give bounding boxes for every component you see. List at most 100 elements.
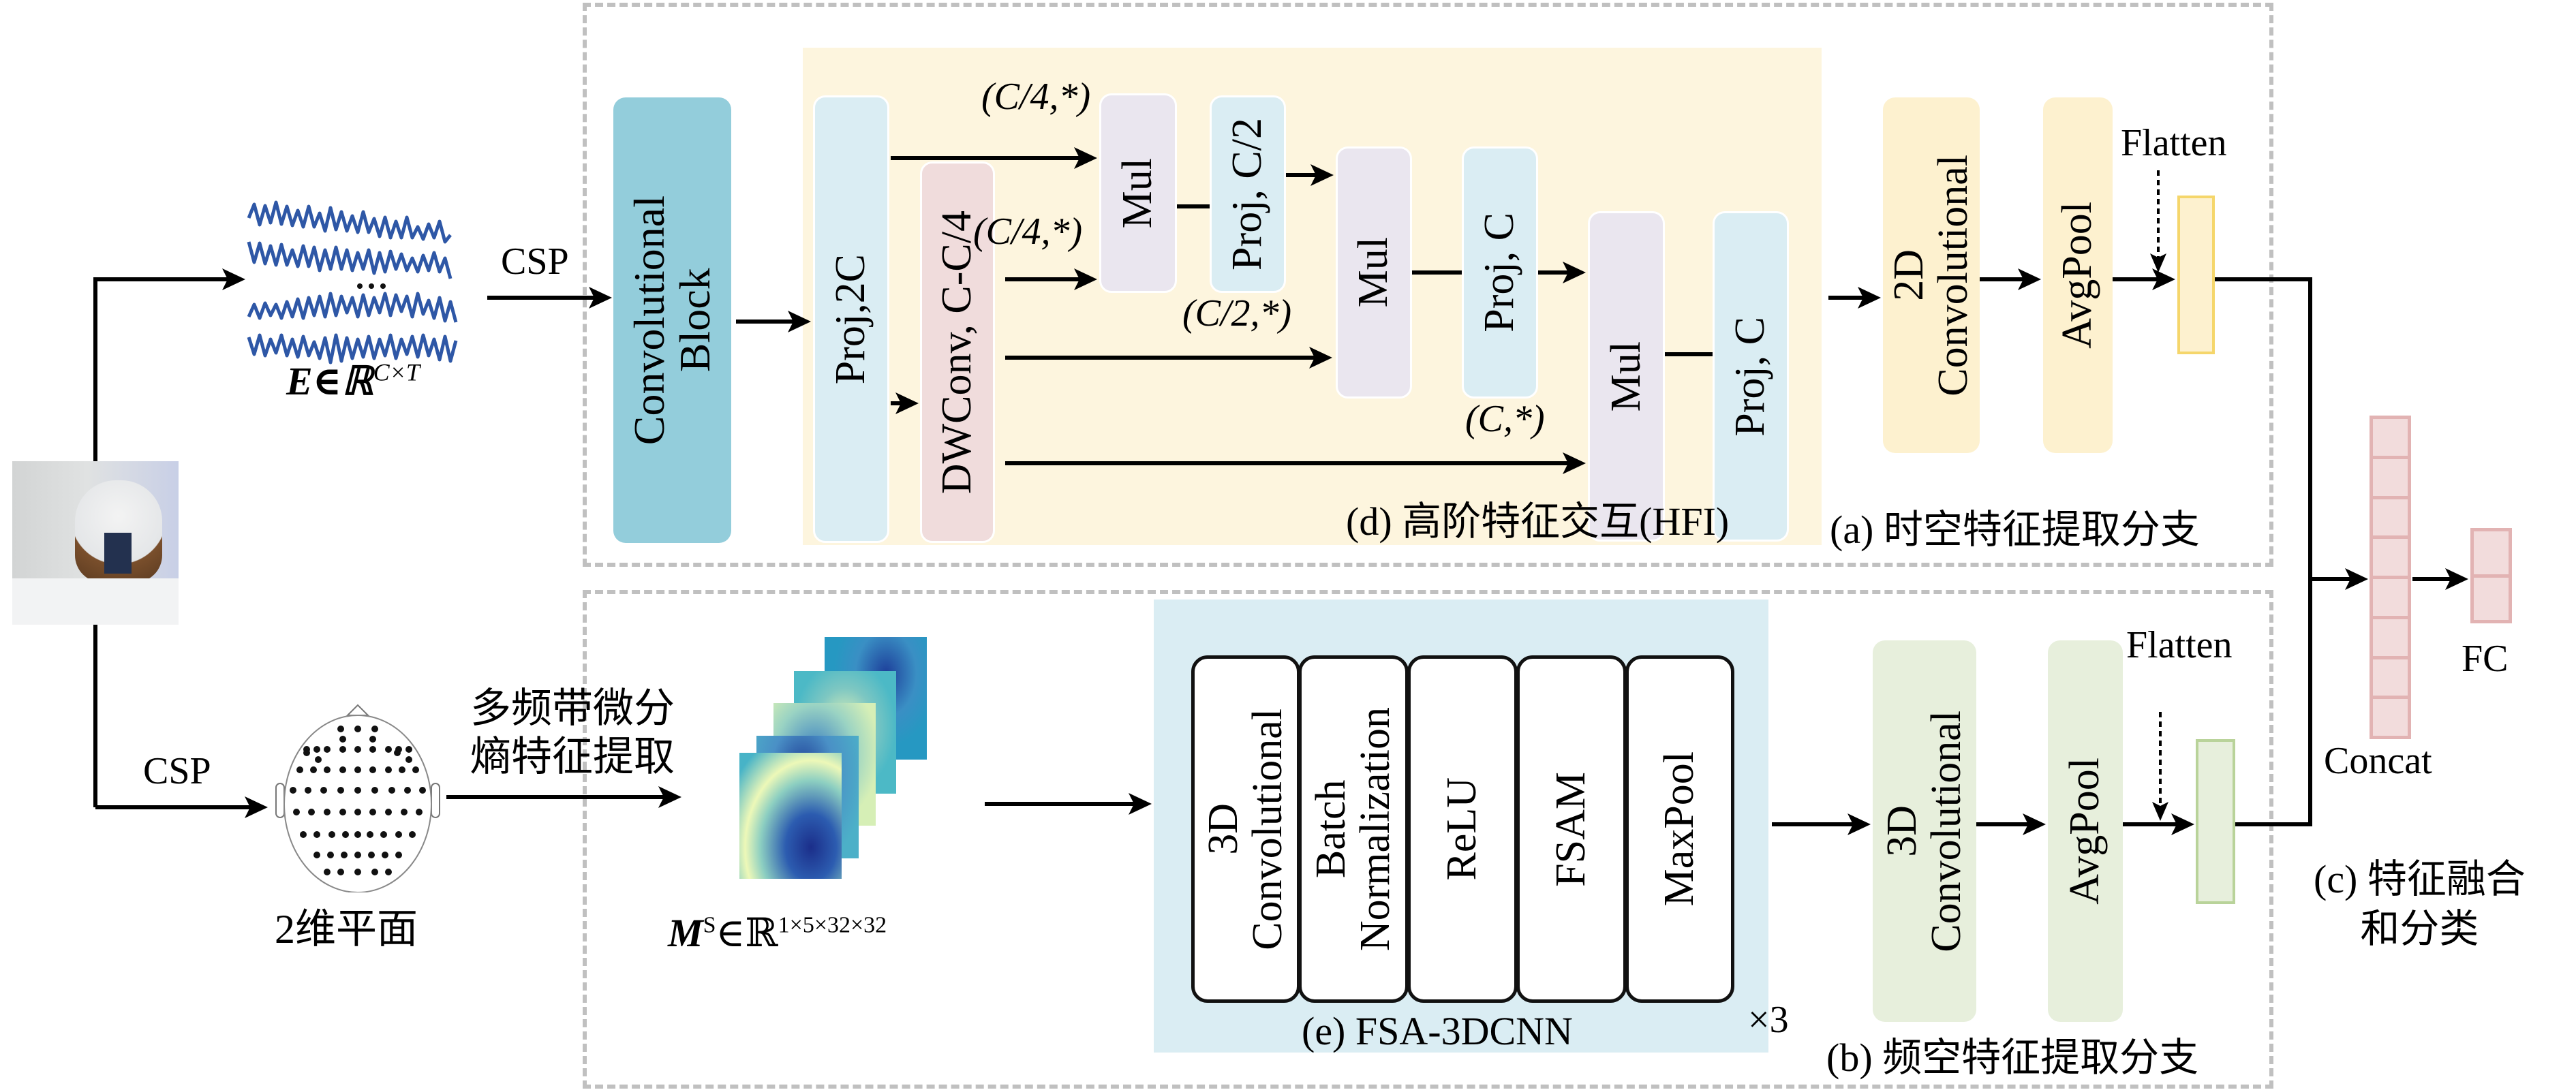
fsa-relu-block[interactable]: ReLU: [1407, 655, 1518, 1003]
concat-cell: [2370, 696, 2411, 739]
tensor-label: MS∈ℝ1×5×32×32: [668, 911, 887, 955]
electrode-dot: [313, 831, 320, 838]
electrode-dot: [354, 831, 361, 838]
fsa-maxpool-block[interactable]: MaxPool: [1625, 655, 1734, 1003]
fsa-fsam-block[interactable]: FSAM: [1516, 655, 1627, 1003]
arrow-c4-top-head: [1074, 147, 1097, 169]
mul-block-2[interactable]: Mul: [1336, 146, 1412, 399]
arrow-avgpool-to-vector-head: [2152, 268, 2175, 290]
electrode-dot: [300, 831, 307, 838]
trunk-up: [93, 277, 102, 461]
avgpool-block-top[interactable]: AvgPool: [2043, 97, 2113, 453]
electrode-dot: [290, 787, 296, 794]
electrode-dot: [409, 831, 416, 838]
arrow-c4-mid-head: [1074, 268, 1097, 290]
frequency-spatial-branch-box: [583, 590, 2273, 1089]
edge-label-c2: (C/2,*): [1182, 292, 1292, 334]
photo-collar: [104, 533, 132, 574]
electrode-dot: [385, 809, 392, 815]
electrode-dot: [371, 787, 378, 794]
electrode-dot: [354, 766, 361, 773]
fc-vector: [2470, 528, 2512, 623]
flatten-dotted-arrow-bottom-head: [2152, 802, 2168, 821]
arrow-projc2-mul2-head: [1310, 164, 1334, 186]
signal-tensor-label: E∈ℝC×T: [286, 358, 420, 403]
proj-c2-block[interactable]: Proj, C/2: [1210, 95, 1286, 293]
electrode-dot: [412, 766, 419, 773]
electrode-dot: [354, 726, 361, 732]
electrode-dot: [368, 852, 375, 858]
electrode-dot: [395, 852, 402, 858]
arrow-to-concat-head: [2345, 568, 2368, 590]
arrow-conv2d-to-avgpool-head: [2018, 268, 2041, 290]
electrode-dot: [324, 869, 331, 875]
arrow-concat-to-fc-head: [2445, 568, 2468, 590]
electrode-dot: [342, 831, 349, 838]
electrode-dot: [401, 809, 408, 815]
proj-c-block-2[interactable]: Proj, C: [1713, 211, 1789, 542]
arrow-heatmap-to-fsa-head: [1129, 793, 1152, 815]
electrode-dot: [308, 809, 315, 815]
electrode-dot: [369, 766, 376, 773]
arrow-to-waveforms-head: [222, 268, 245, 290]
head-map-label: 2维平面: [275, 907, 418, 952]
edge-label-c: (C,*): [1465, 398, 1545, 440]
electrode-head-map: [275, 704, 440, 892]
electrode-dot: [405, 746, 412, 753]
arrow-conv3d-to-avgpool-head: [2023, 813, 2046, 835]
csp-label-bottom: CSP: [143, 750, 211, 792]
arrow-conv-to-proj2c-head: [788, 311, 811, 332]
electrode-dot: [303, 749, 310, 756]
electrode-dot: [419, 787, 426, 794]
electrode-dot: [324, 766, 331, 773]
eeg-channel-4: [247, 333, 458, 364]
electrode-dot: [324, 809, 331, 815]
electrode-dot: [339, 736, 346, 743]
eeg-channel-3: [247, 292, 458, 323]
eeg-channel-1: [247, 200, 452, 244]
heatmap-band-1: [739, 753, 842, 879]
fc-label: FC: [2462, 638, 2509, 680]
arrow-c-head: [1563, 452, 1586, 474]
branch-b-caption: (b) 频空特征提取分支: [1826, 1036, 2199, 1080]
concat-cell: [2370, 416, 2411, 459]
electrode-dot: [354, 787, 361, 794]
proj-c-block-1[interactable]: Proj, C: [1462, 146, 1538, 399]
arrow-c2-head: [1309, 347, 1332, 369]
flattened-vector-top: [2177, 196, 2215, 354]
electrode-dot: [320, 787, 327, 794]
dwconv-block[interactable]: DWConv, C-C/4: [920, 161, 995, 543]
electrode-dot: [354, 869, 361, 875]
electrode-dot: [310, 766, 317, 773]
edge-label-c4-top: (C/4,*): [981, 76, 1091, 118]
electrode-dot: [313, 746, 320, 753]
electrode-dot: [339, 809, 346, 815]
electrode-dot: [399, 766, 405, 773]
proj-2c-block[interactable]: Proj,2C: [813, 95, 889, 543]
electrode-dot: [339, 746, 346, 753]
electrode-dot: [354, 746, 361, 753]
avgpool-block-bottom[interactable]: AvgPool: [2048, 640, 2123, 1022]
electrode-dot: [337, 726, 344, 732]
electrode-dot: [296, 766, 303, 773]
temporal-spatial-branch-box: [583, 3, 2273, 567]
flattened-vector-bottom: [2196, 739, 2235, 904]
arrow-hfi-to-conv2d-head: [1858, 287, 1881, 309]
electrode-dot: [337, 869, 344, 875]
mul-block-3[interactable]: Mul: [1588, 211, 1665, 542]
arrow-proj-to-dwconv-head: [895, 392, 919, 414]
de-heatmap-stack: [722, 620, 995, 906]
electrode-dot: [354, 809, 361, 815]
mul-block-1[interactable]: Mul: [1099, 93, 1177, 293]
electrode-dot: [371, 869, 378, 875]
electrode-dot: [341, 852, 348, 858]
electrode-dot: [380, 831, 387, 838]
electrode-dot: [382, 852, 388, 858]
concat-vector: [2370, 416, 2411, 739]
